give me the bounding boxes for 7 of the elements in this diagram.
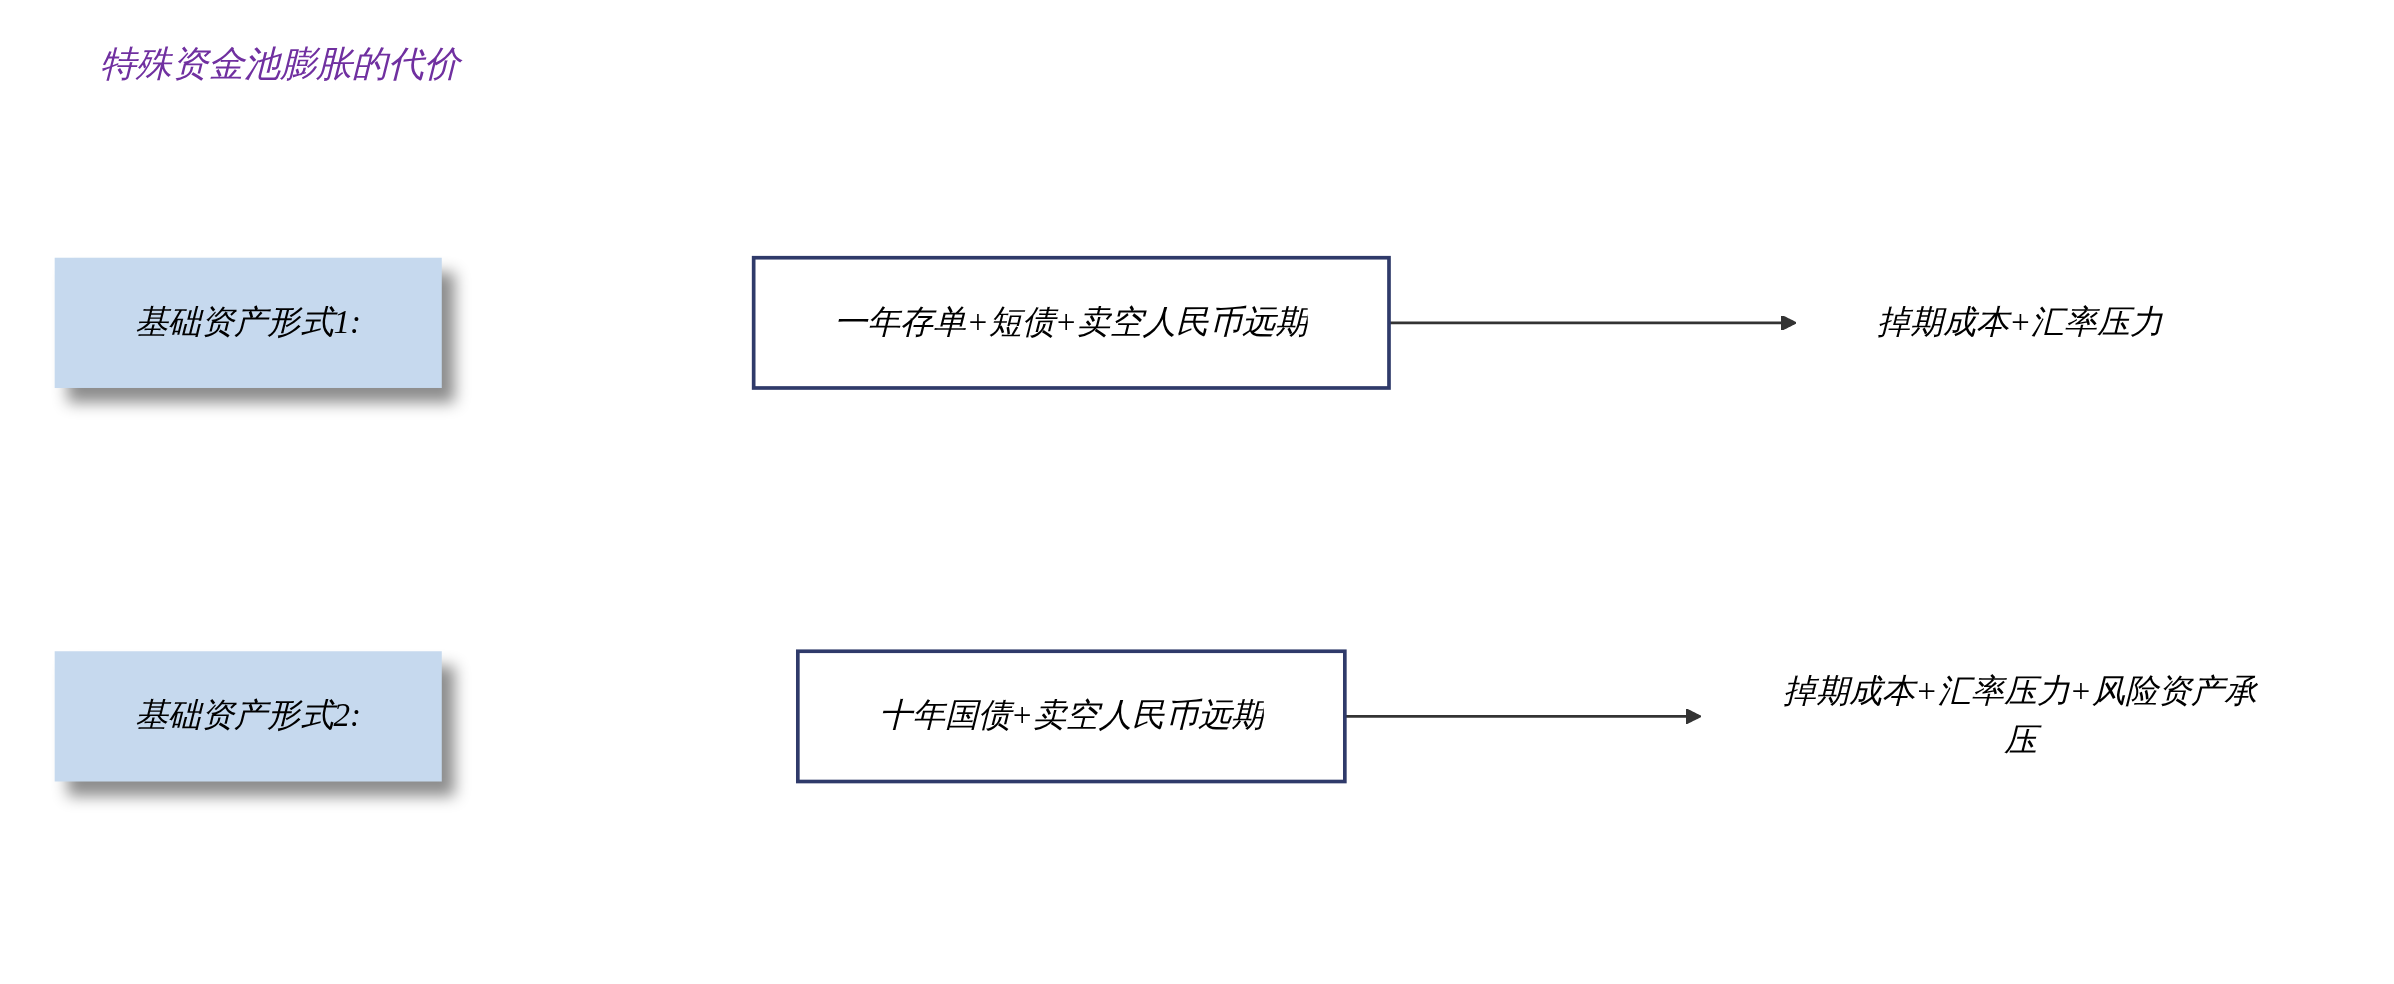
result-text: 掉期成本+汇率压力 <box>1876 303 2164 341</box>
result-text: 掉期成本+汇率压力+风险资产承压 <box>1783 672 2257 759</box>
process-box: 一年存单+短债+卖空人民币远期 <box>751 255 1391 390</box>
arrow <box>1389 314 1797 331</box>
label-box: 基础资产形式1: <box>54 257 442 388</box>
label-box: 基础资产形式2: <box>54 651 442 782</box>
process-box: 十年国债+卖空人民币远期 <box>796 649 1347 784</box>
